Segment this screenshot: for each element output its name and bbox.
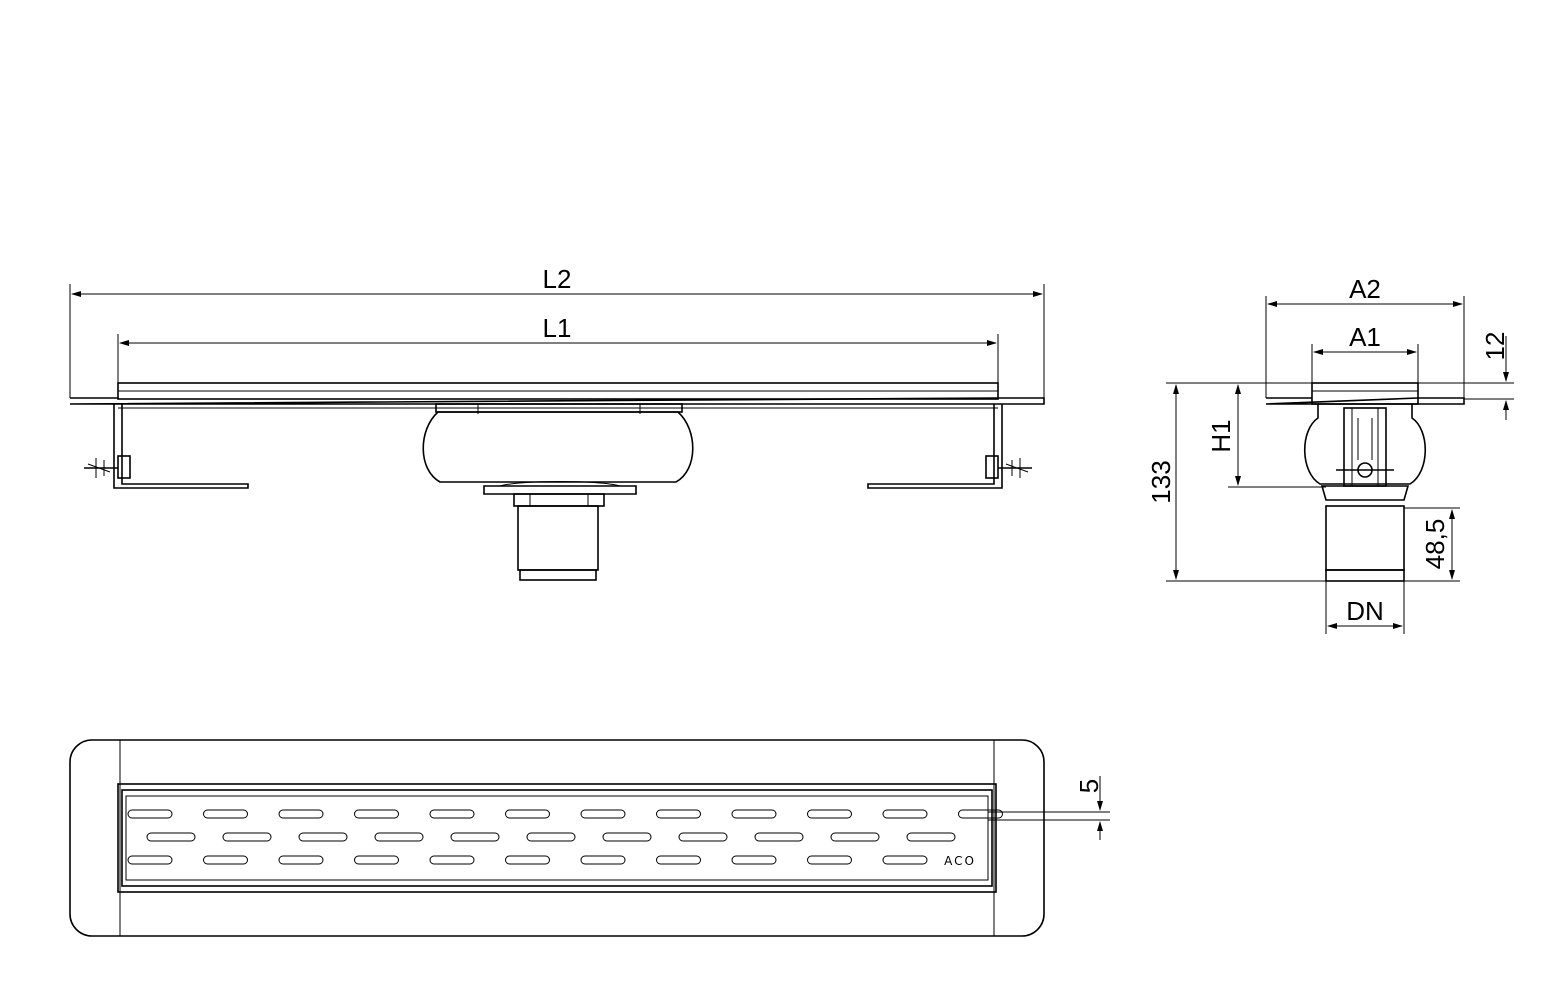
dim-L1: L1 (117, 313, 999, 384)
grate-slot (602, 832, 652, 842)
dim-5: 5 (988, 776, 1110, 840)
grate-slot (656, 809, 701, 819)
grate-slot (505, 855, 550, 865)
dim-label-L1: L1 (543, 313, 572, 343)
dim-L2: L2 (69, 264, 1045, 398)
dim-label-DN: DN (1346, 596, 1384, 626)
grate-slot (278, 855, 324, 865)
flange (69, 397, 1045, 405)
front-view: L2 L1 (69, 264, 1045, 581)
dim-48-5: 48,5 (1404, 507, 1460, 582)
dim-label-133: 133 (1146, 460, 1176, 503)
dim-label-48-5: 48,5 (1420, 519, 1450, 570)
grate-slot (298, 832, 348, 842)
grate-slot (374, 832, 424, 842)
dim-H1: H1 (1206, 384, 1326, 488)
grate-slot (203, 855, 248, 865)
grate-slot (906, 832, 956, 842)
grate-slot (429, 855, 475, 865)
grate-slot (354, 809, 399, 819)
dim-label-5: 5 (1074, 779, 1104, 793)
grate (121, 789, 993, 887)
dim-A1: A1 (1311, 322, 1419, 384)
dim-label-A2: A2 (1349, 274, 1381, 304)
dim-DN: DN (1325, 581, 1405, 634)
left-bracket (84, 404, 249, 489)
grate-slots (127, 809, 1003, 865)
grate-slot (958, 809, 1003, 819)
grate-slot (656, 855, 701, 865)
grate-slot (807, 855, 852, 865)
grate-slot (580, 855, 626, 865)
grate-slot (354, 855, 399, 865)
grate-slot (731, 855, 777, 865)
grate-slot (882, 809, 928, 819)
grate-slot (127, 855, 173, 865)
dim-133: 133 (1146, 382, 1326, 582)
dim-label-12: 12 (1480, 332, 1510, 361)
dim-label-L2: L2 (543, 264, 572, 294)
grate-slot (830, 832, 880, 842)
channel-outline (117, 783, 997, 893)
side-view: A2 A1 12 133 H1 (1146, 274, 1514, 634)
grate-slot (678, 832, 728, 842)
grate-slot (754, 832, 804, 842)
side-body (1265, 382, 1465, 582)
flange-outline (69, 739, 1045, 937)
grate-slot (505, 809, 550, 819)
grate-slot (882, 855, 928, 865)
dim-label-H1: H1 (1206, 419, 1236, 452)
dim-12: 12 (1418, 332, 1514, 420)
grate-slot (146, 832, 196, 842)
grate-slot (807, 809, 852, 819)
grate-slot (429, 809, 475, 819)
dim-A2: A2 (1265, 274, 1465, 398)
grate-slot (526, 832, 576, 842)
grate-slot (127, 809, 173, 819)
grate-slot (278, 809, 324, 819)
grate-slot (580, 809, 626, 819)
right-bracket (867, 404, 1032, 489)
grate-slot (203, 809, 248, 819)
grate-slot (731, 809, 777, 819)
grate-slot (450, 832, 500, 842)
grate-logo: ACO (944, 854, 976, 868)
dim-label-A1: A1 (1349, 322, 1381, 352)
top-view: ACO 5 (69, 739, 1110, 937)
grate-slot (222, 832, 272, 842)
drain-body (422, 403, 694, 581)
